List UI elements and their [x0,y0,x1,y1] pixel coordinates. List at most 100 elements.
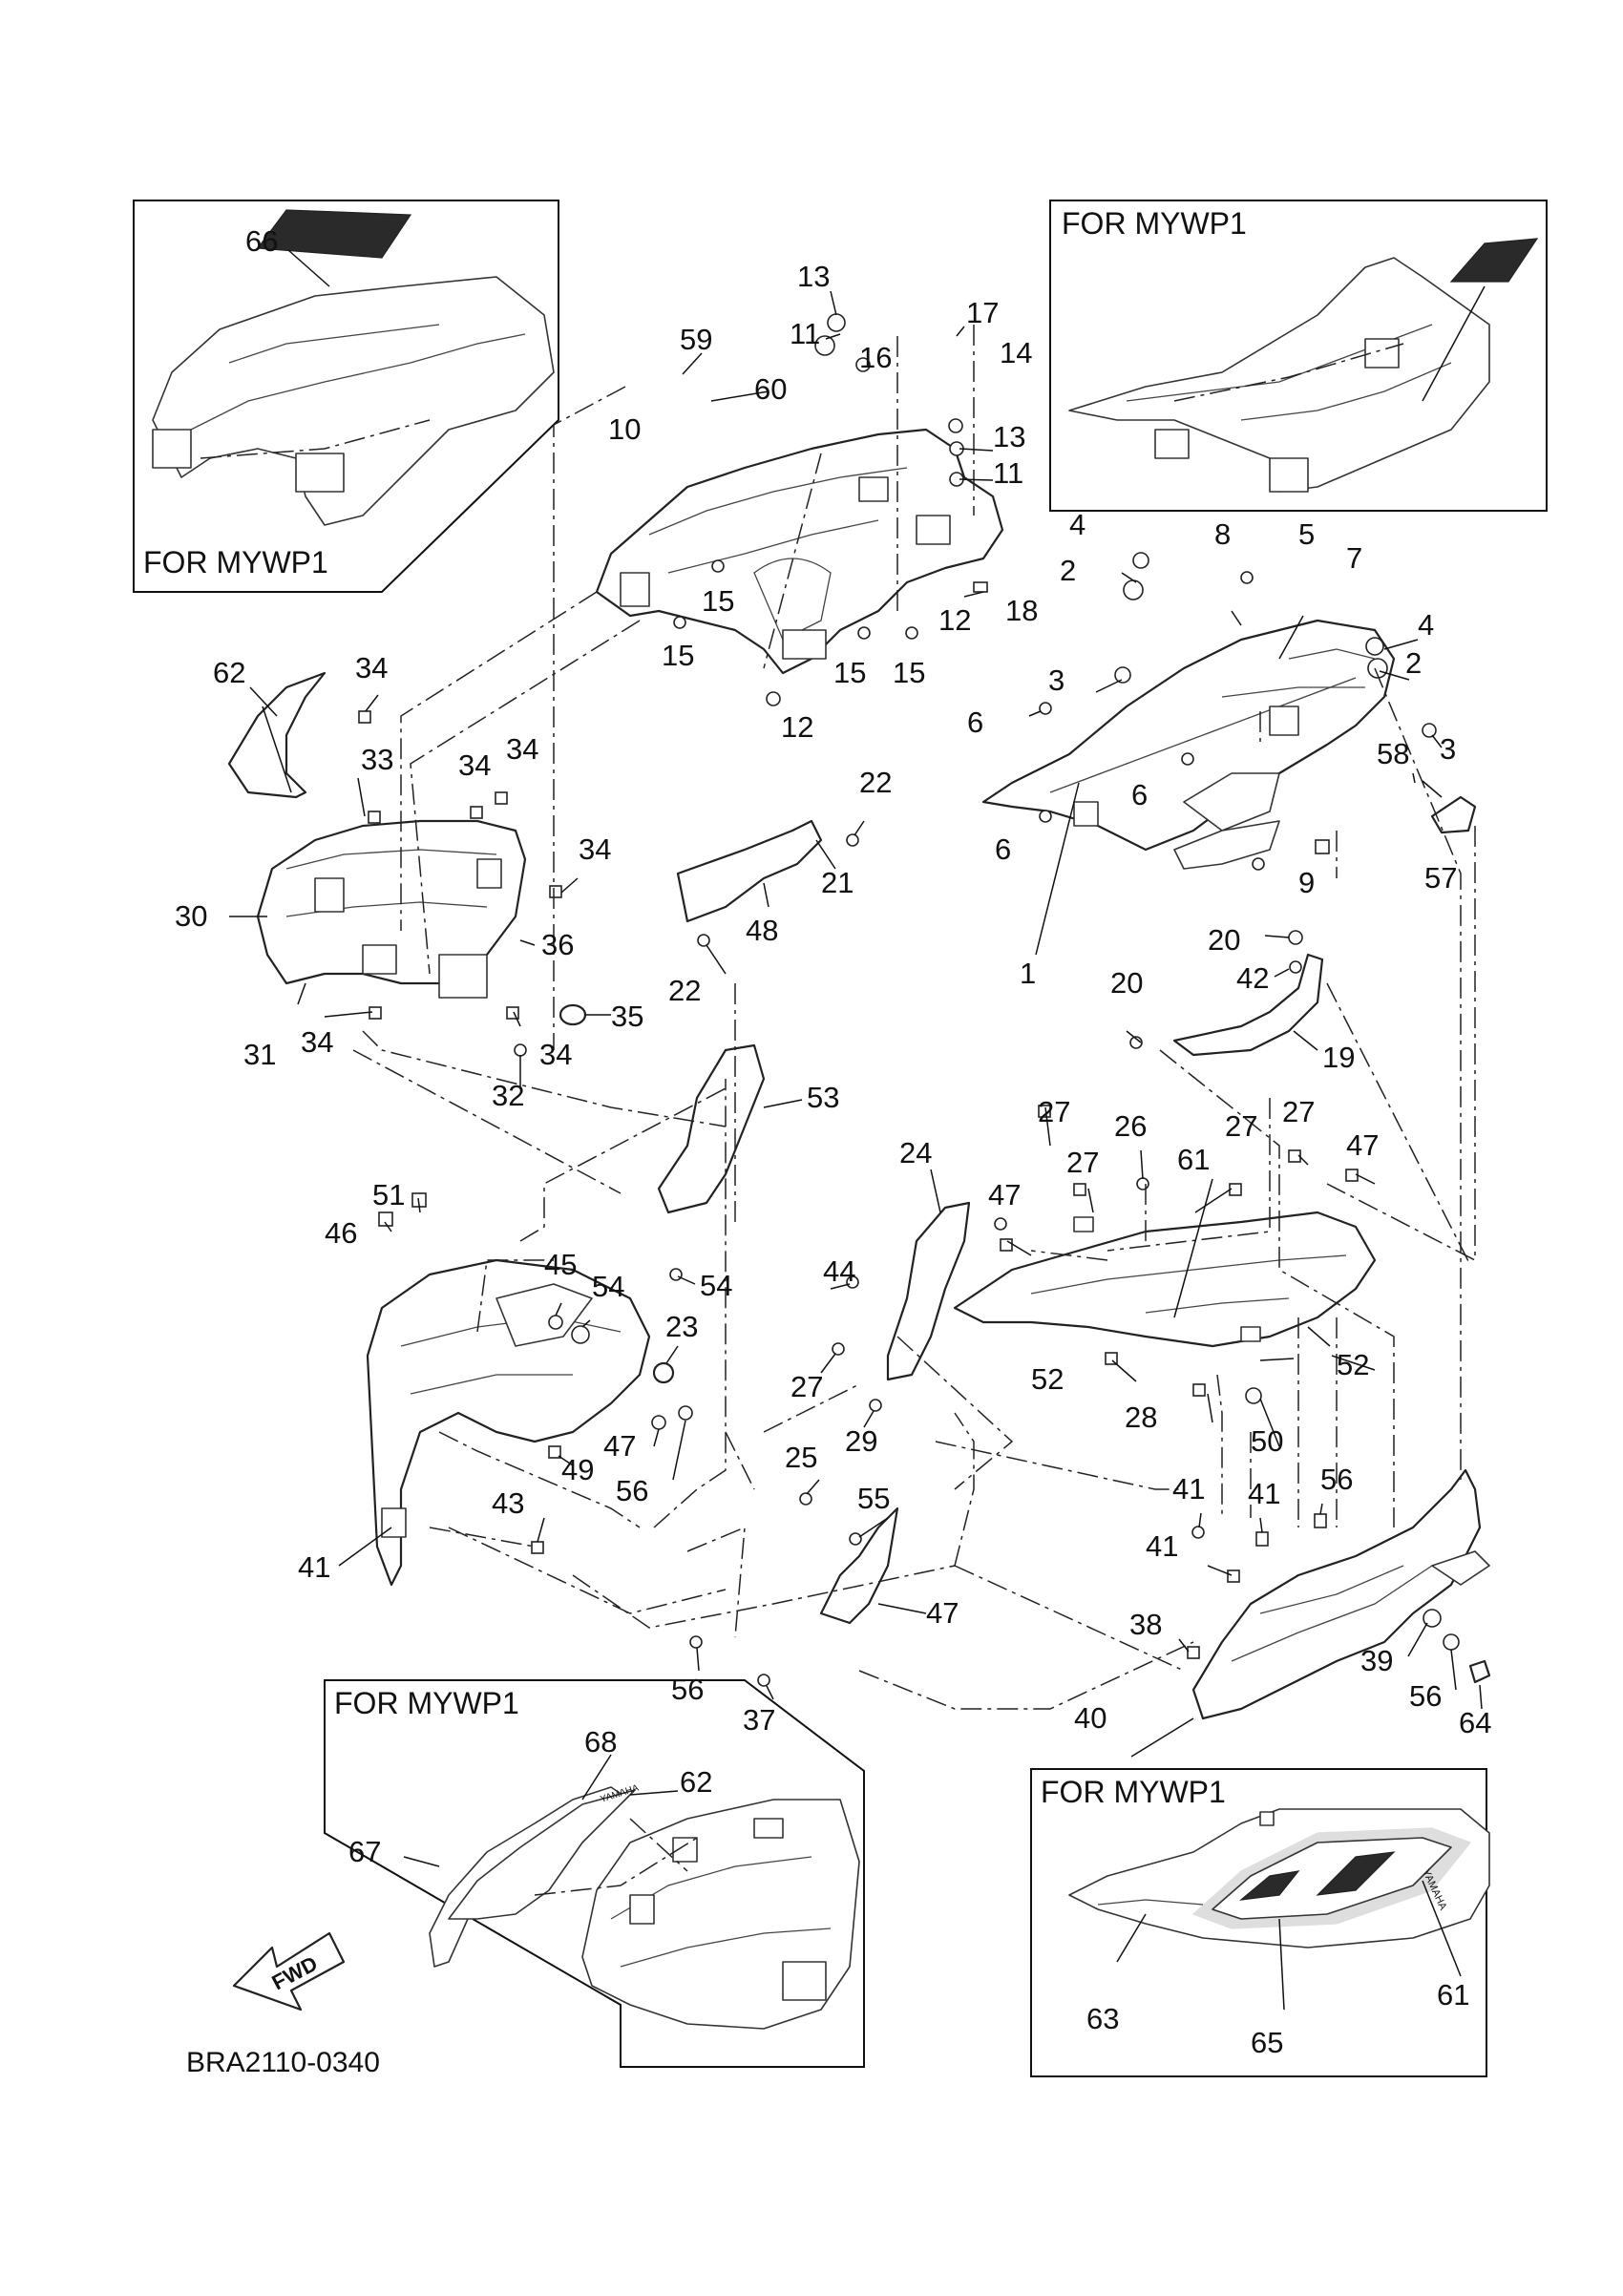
callout-66: 66 [245,224,278,258]
callout-39: 56 [1409,1679,1442,1713]
callout-56c: 56 [671,1673,704,1706]
callout-48: 48 [746,914,778,947]
fasteners [358,313,1460,1687]
part-53-bracket [657,1043,766,1214]
callout-17: 17 [966,296,999,329]
callout-41d: 38 [1129,1608,1162,1641]
callout-57: 57 [1424,861,1457,895]
callout-44: 23 [665,1310,698,1343]
callout-47d: 43 [492,1486,524,1520]
callout-8: 8 [1214,517,1231,551]
part-57-bracket [1430,795,1477,834]
inset-top-right-art [1068,238,1539,493]
callout-47c: 49 [561,1453,594,1486]
callout-19: 19 [1322,1041,1355,1074]
callout-15c: 15 [833,656,866,689]
callout-62b: 67 [348,1835,381,1868]
inset-frame-top-right: FOR MYWP1 [1049,200,1548,512]
callout-55: 47 [926,1596,959,1630]
part-30-front-cowling [256,819,527,999]
callout-63: 65 [1251,2026,1283,2059]
callout-15a: 15 [702,584,734,618]
callout-34a: 34 [355,651,388,685]
callout-22b: 22 [668,974,701,1007]
decal-65 [1449,238,1539,283]
callout-18: 18 [1005,594,1038,627]
callout-54b: 44 [823,1254,855,1288]
callout-41c: 41 [1146,1529,1178,1563]
callout-49: 56 [616,1474,648,1507]
callout-3b: 3 [1440,732,1456,766]
callout-29: 28 [1125,1401,1157,1434]
callout-27d: 27 [1282,1095,1315,1128]
callout-24: 47 [988,1178,1021,1211]
callout-50: 47 [603,1429,636,1463]
callout-11b: 11 [993,456,1023,490]
inset-top-left-art [152,209,555,526]
callout-38: 39 [1360,1644,1393,1677]
inset-title-bottom-right: FOR MYWP1 [1041,1775,1226,1809]
inset-title-top-right: FOR MYWP1 [1062,206,1247,241]
callout-47b: 46 [325,1216,357,1250]
callout-64: 68 [584,1725,617,1759]
callout-56d: 37 [743,1703,775,1737]
fwd-arrow-icon: FWD [232,1931,346,2012]
callout-52b: 29 [845,1424,877,1458]
callout-67: 61 [1437,1978,1469,2012]
callout-9: 9 [1298,866,1315,899]
callout-47a: 51 [372,1178,405,1211]
decal-64-inset [448,1789,636,1920]
callout-27e: 47 [1346,1128,1379,1162]
callout-6a: 6 [967,706,983,739]
callout-46: 45 [544,1248,577,1281]
callout-27b: 27 [1066,1146,1099,1179]
inset-bottom-left-art: YAMAHA [429,1782,860,2030]
part-40-fastener [1468,1659,1491,1684]
callout-15b: 15 [662,639,694,672]
callout-4b: 4 [1418,608,1434,642]
callout-41a: 41 [1248,1477,1280,1510]
leader-lines [229,290,1483,1867]
part-callouts: 66 13 11 17 59 16 14 60 13 10 11 15 12 1… [175,224,1491,2059]
callout-59: 59 [680,323,712,356]
callout-4a: 4 [1069,508,1086,541]
decal-66 [256,209,412,259]
diagram-code: BRA2110-0340 [186,2047,380,2078]
callout-61b: 63 [1086,2002,1119,2035]
callout-3a: 3 [1048,664,1064,697]
callout-56a: 25 [785,1441,817,1474]
callout-2b: 2 [1405,646,1422,680]
callout-34e: 34 [301,1025,333,1059]
callout-34b: 34 [458,748,491,782]
part-19-stay [1172,953,1324,1057]
callout-31: 31 [243,1038,276,1071]
part-55-guard [819,1506,899,1625]
callout-54a: 54 [700,1269,732,1302]
callout-25: 41 [1172,1472,1205,1506]
callout-23: 52 [1337,1348,1369,1381]
callout-60: 60 [754,372,787,406]
inset-bottom-right-art: YAMAHA [1068,1808,1490,2011]
callout-35: 35 [611,1000,643,1033]
part-51-bracket [886,1201,971,1381]
callout-13b: 13 [993,420,1025,453]
callout-2a: 2 [1060,554,1076,587]
part-1-side-cover [981,619,1396,870]
inset-title-bottom-left: FOR MYWP1 [334,1686,519,1720]
callout-28: 50 [1251,1424,1283,1458]
callout-34c: 34 [506,732,538,766]
callout-43: 41 [298,1550,330,1584]
callout-15d: 15 [893,656,925,689]
callout-27a: 27 [1038,1095,1070,1128]
part-23-side-panel [953,1211,1377,1348]
callout-34d: 34 [579,832,611,866]
callout-10: 10 [608,412,641,446]
callout-20b: 20 [1110,966,1143,1000]
callout-26: 26 [1114,1109,1147,1143]
part-37-lower-fairing [1191,1468,1490,1720]
callout-13: 13 [797,260,830,293]
callout-40: 64 [1459,1706,1491,1739]
callout-45: 54 [592,1270,624,1303]
callout-62a: 62 [213,656,245,689]
